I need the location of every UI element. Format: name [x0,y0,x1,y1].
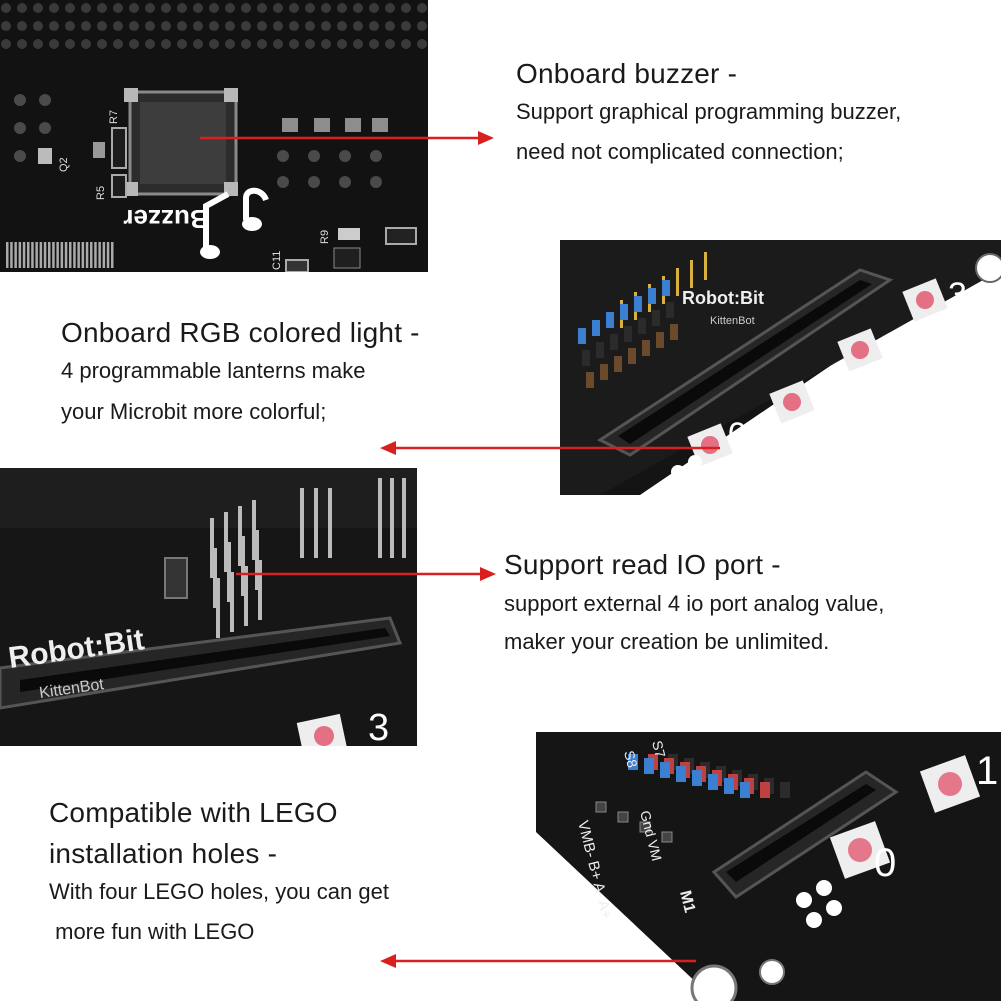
io-arrow [236,567,496,581]
led-num-1: 1 [818,362,837,400]
silk-r5: R5 [95,186,107,200]
led-num-3: 3 [948,276,967,314]
buzzer-title: Onboard buzzer - [516,58,738,89]
lego-s7-label: S7 [649,739,669,760]
io-line-1: support external 4 io port analog value, [504,591,885,616]
led-num-2: 2 [884,326,903,364]
silk-r7: R7 [108,110,120,124]
lego-led-num-1: 1 [976,749,998,793]
silk-r9: R9 [319,230,331,244]
buzzer-arrow [200,131,494,145]
lego-s8-label: S8 [621,749,641,770]
rgb-robotbit-label: Robot:Bit [682,288,764,308]
lego-arrow [380,954,696,968]
lego-m1-label: M1 [676,889,698,915]
lego-title-2: installation holes - [49,838,278,869]
rgb-kittenbot-label: KittenBot [710,315,755,327]
io-title: Support read IO port - [504,549,781,580]
io-photo: Robot:Bit KittenBot 3 [0,468,417,746]
buzzer-line-1: Support graphical programming buzzer, [516,99,902,124]
rgb-arrow [380,441,720,455]
silk-c11: C11 [271,251,283,270]
lego-line-2: more fun with LEGO [49,919,255,944]
led-num-0: 0 [728,416,747,454]
buzzer-silk-label: Buzzer [123,204,208,234]
buzzer-photo: Buzzer R7 Q2 R5 R9 C11 [0,0,428,272]
io-led-num-3: 3 [368,707,389,746]
rgb-photo: Robot:Bit KittenBot 0 1 2 3 [560,240,1001,495]
lego-photo: VMB- B+ A- A+ M1 Gnd VM S8 S7 0 1 [536,732,1001,1001]
rgb-line-1: 4 programmable lanterns make [61,358,366,383]
lego-led-num-0: 0 [874,841,896,885]
lego-title-1: Compatible with LEGO [49,797,338,828]
rgb-line-2: your Microbit more colorful; [61,399,327,424]
rgb-title: Onboard RGB colored light - [61,317,420,348]
lego-line-1: With four LEGO holes, you can get [49,879,389,904]
silk-q2: Q2 [58,157,70,172]
io-line-2: maker your creation be unlimited. [504,629,830,654]
buzzer-line-2: need not complicated connection; [516,139,844,164]
